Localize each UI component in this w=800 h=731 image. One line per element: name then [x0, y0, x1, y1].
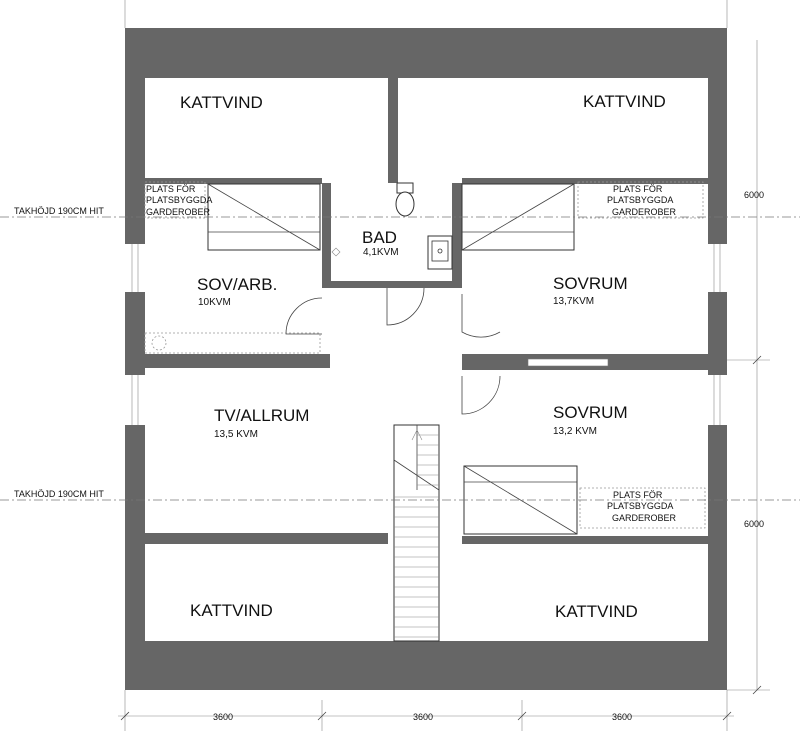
note-se-line1: PLATS FÖR	[613, 490, 663, 500]
kattvind-se-label: KATTVIND	[555, 602, 638, 621]
dim-width-3: 3600	[612, 712, 632, 722]
bathroom-fixtures	[331, 182, 453, 270]
room-tv-allrum	[145, 368, 388, 533]
note-se-line3: GARDEROBER	[612, 513, 677, 523]
note-se-line2: PLATSBYGGDA	[607, 501, 673, 511]
note-nw-line1: PLATS FÖR	[146, 184, 196, 194]
dimension-labels: 3600 3600 3600 6000 6000	[213, 190, 764, 722]
note-ne-line2: PLATSBYGGDA	[607, 195, 673, 205]
dim-depth-1: 6000	[744, 190, 764, 200]
room-kattvind-nw	[145, 78, 388, 183]
tv-allrum-area: 13,5 KVM	[214, 429, 258, 440]
knee-walls	[145, 178, 708, 541]
bad-label: BAD	[362, 228, 397, 247]
dimension-lines	[118, 0, 770, 731]
dim-width-2: 3600	[413, 712, 433, 722]
sovrum-ne-label: SOVRUM	[553, 274, 628, 293]
bad-area: 4,1KVM	[363, 247, 399, 258]
note-nw-line2: PLATSBYGGDA	[146, 195, 212, 205]
doors	[285, 287, 501, 415]
ceiling-height-label-top: TAKHÖJD 190CM HIT	[14, 206, 104, 216]
kattvind-nw-label: KATTVIND	[180, 93, 263, 112]
sovrum-ne-area: 13,7KVM	[553, 296, 594, 307]
kattvind-ne-label: KATTVIND	[583, 92, 666, 111]
note-ne-line1: PLATS FÖR	[613, 184, 663, 194]
tv-allrum-label: TV/ALLRUM	[214, 406, 309, 425]
dim-depth-2: 6000	[744, 519, 764, 529]
room-labels: KATTVIND KATTVIND KATTVIND KATTVIND BAD …	[180, 92, 666, 621]
room-hall	[322, 288, 462, 368]
ceiling-height-label-bottom: TAKHÖJD 190CM HIT	[14, 489, 104, 499]
note-nw-line3: GARDEROBER	[146, 207, 211, 217]
kattvind-sw-label: KATTVIND	[190, 601, 273, 620]
sovrum-se-label: SOVRUM	[553, 403, 628, 422]
wardrobe-notes: PLATS FÖR PLATSBYGGDA GARDEROBER PLATS F…	[146, 184, 677, 523]
sov-arb-area: 10KVM	[198, 297, 231, 308]
room-kattvind-sw	[145, 544, 388, 641]
ceiling-height-labels: TAKHÖJD 190CM HIT TAKHÖJD 190CM HIT	[14, 206, 104, 499]
ceiling-height-lines	[0, 216, 800, 501]
dim-width-1: 3600	[213, 712, 233, 722]
sov-arb-label: SOV/ARB.	[197, 275, 277, 294]
room-kattvind-se	[462, 544, 708, 641]
staircase	[393, 424, 440, 642]
sovrum-se-area: 13,2 KVM	[553, 426, 597, 437]
note-ne-line3: GARDEROBER	[612, 207, 677, 217]
room-kattvind-ne	[398, 78, 708, 183]
windows	[125, 244, 727, 425]
